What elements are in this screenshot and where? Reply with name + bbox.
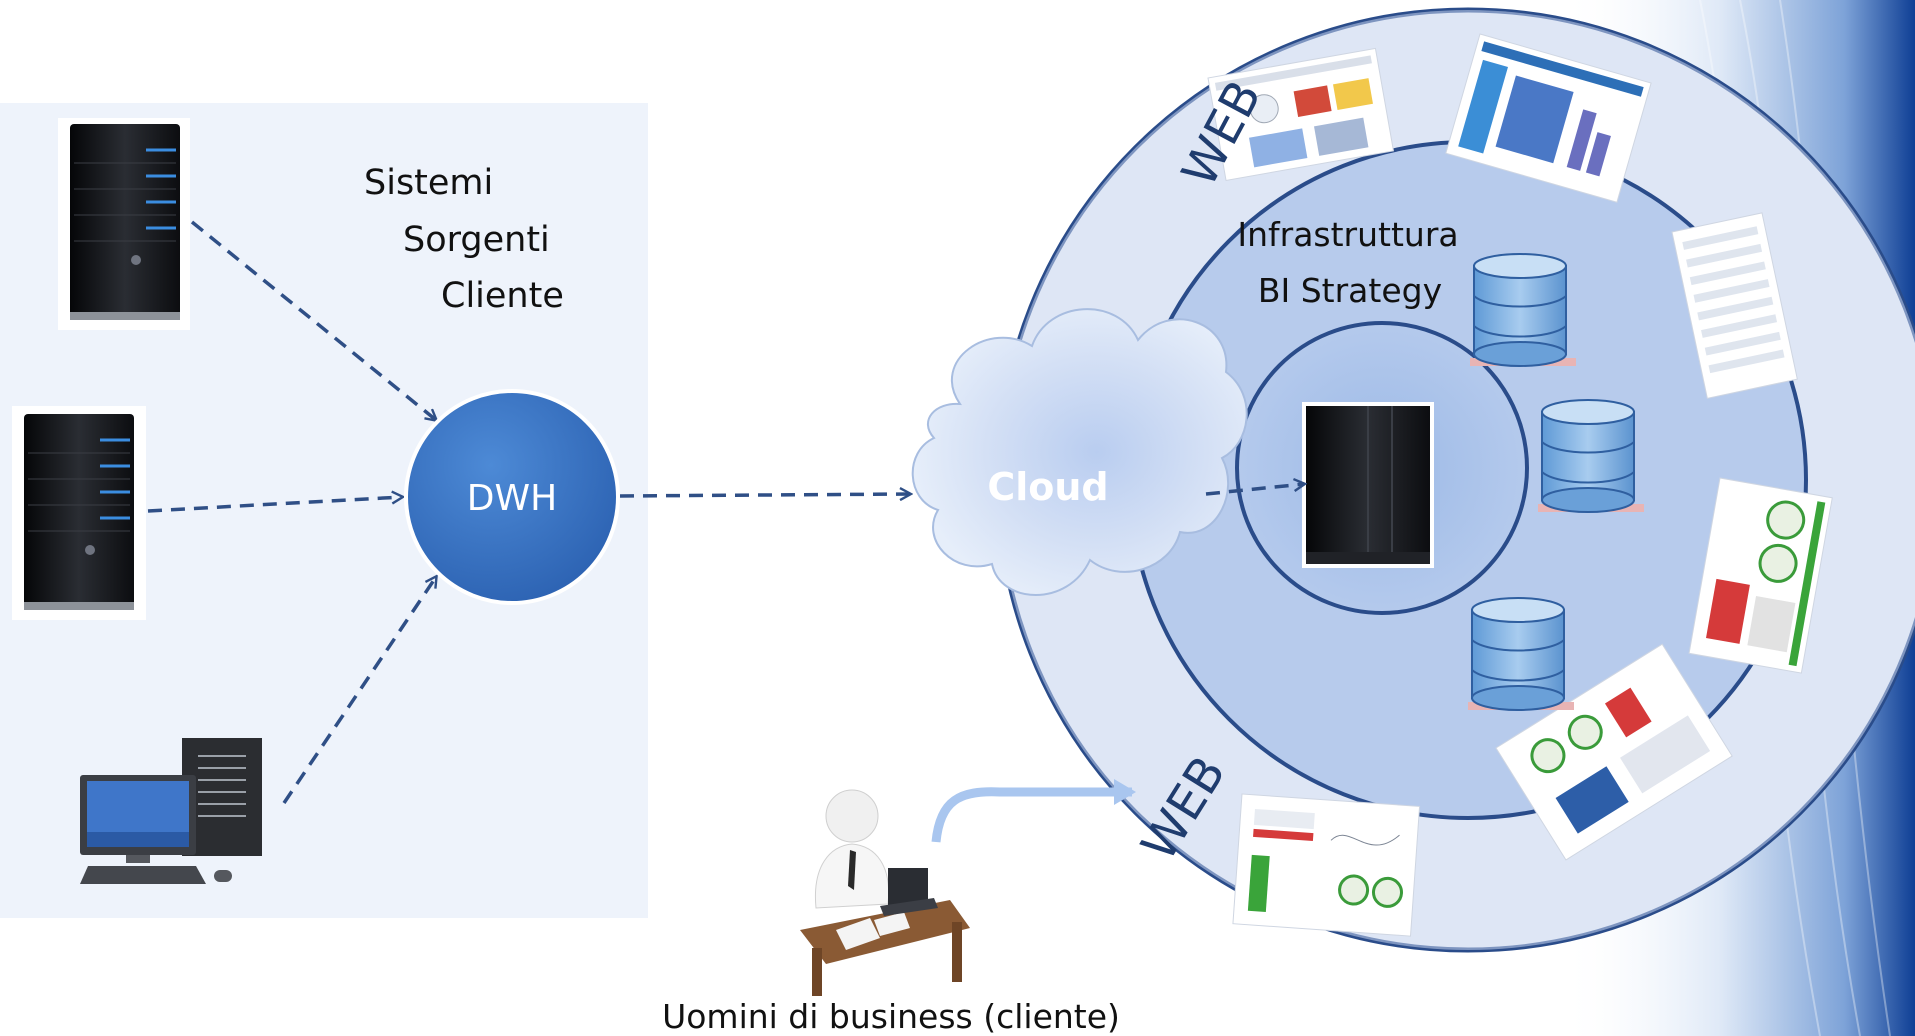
data-flow-arrows <box>147 220 910 804</box>
infrastructure-label: Infrastruttura BI Strategy <box>1237 215 1458 310</box>
arrow-server1-to-dwh <box>190 220 436 420</box>
arrow-server2-to-dwh <box>147 497 402 513</box>
svg-text:Sistemi: Sistemi <box>364 163 493 203</box>
arrow-cloud-to-mainframe <box>1205 484 1304 496</box>
desktop-computer-icon <box>80 738 262 884</box>
business-users-label: Uomini di business (cliente) <box>662 997 1120 1036</box>
dashboard-screenshot-icon <box>1207 47 1395 181</box>
dashboard-screenshot-icon <box>1671 212 1798 399</box>
svg-text:Cliente: Cliente <box>441 276 564 316</box>
database-icon <box>1468 597 1574 711</box>
dwh-label: DWH <box>467 478 557 519</box>
arrow-dwh-to-cloud <box>619 494 910 496</box>
source-systems-label: Sistemi Sorgenti Cliente <box>364 163 564 316</box>
dashboard-screenshot-icon <box>1495 643 1733 861</box>
cloud-label: Cloud <box>987 465 1108 509</box>
cloud-icon: Cloud <box>911 308 1248 596</box>
dashboard-screenshot-icon <box>1688 477 1833 674</box>
server-icon <box>12 406 146 620</box>
server-icon <box>58 118 190 330</box>
dashboard-screenshot-icon <box>1232 793 1421 937</box>
svg-text:Sorgenti: Sorgenti <box>403 220 550 260</box>
svg-text:BI Strategy: BI Strategy <box>1258 271 1442 310</box>
dashboard-thumbnails <box>1207 33 1833 937</box>
arrow-user-to-web <box>931 779 1136 843</box>
mainframe-icon <box>1302 402 1434 568</box>
database-icon <box>1538 399 1644 513</box>
svg-text:Infrastruttura: Infrastruttura <box>1237 215 1458 254</box>
dwh-node: DWH <box>404 389 620 605</box>
dashboard-screenshot-icon <box>1445 33 1652 203</box>
database-icon <box>1470 253 1576 367</box>
